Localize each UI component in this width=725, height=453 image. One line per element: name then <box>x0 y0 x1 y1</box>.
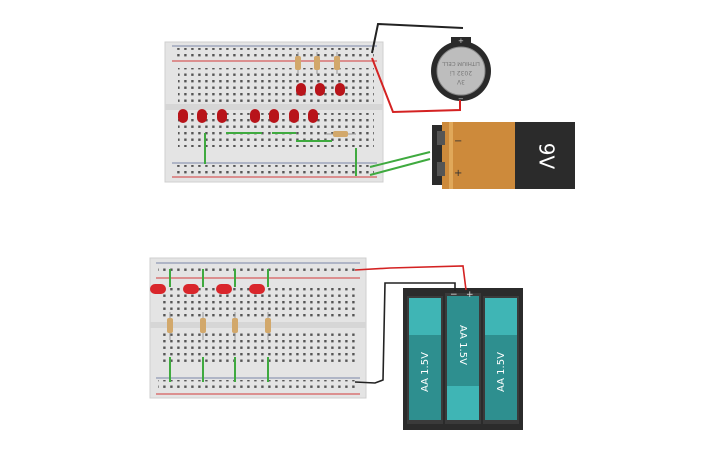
led <box>249 284 265 294</box>
wires-top-coin <box>371 22 464 114</box>
led <box>308 109 318 123</box>
coin-cell-line-1: 3V <box>456 78 465 85</box>
led <box>217 109 227 123</box>
coin-cell-line-2: 2032 Li <box>450 69 473 76</box>
battery-9v-plus: + <box>454 168 462 179</box>
led <box>289 109 299 123</box>
coin-cell-battery[interactable]: 3V 2032 Li LITHIUM CELL + − <box>431 37 491 103</box>
coin-cell-plus: + <box>458 37 464 45</box>
aa-cell-2-label: AA 1.5V <box>457 325 468 365</box>
led <box>150 284 166 294</box>
resistor <box>314 52 320 74</box>
battery-9v-label: 9V <box>535 143 559 170</box>
led <box>178 109 188 123</box>
coin-cell-line-3: LITHIUM CELL <box>441 60 480 66</box>
led <box>216 284 232 294</box>
resistors-top-upper[interactable] <box>295 52 340 74</box>
resistor <box>265 312 271 340</box>
led <box>269 109 279 123</box>
pack-plus: + <box>466 290 474 300</box>
aa-cell-3-label: AA 1.5V <box>496 352 507 392</box>
wires-bottom-pack <box>354 265 467 384</box>
resistor <box>295 52 301 74</box>
leds-bottom[interactable] <box>150 284 265 294</box>
led <box>183 284 199 294</box>
led <box>197 109 207 123</box>
led <box>315 83 325 96</box>
resistors-bottom[interactable] <box>167 312 271 340</box>
resistor <box>200 312 206 340</box>
led <box>335 83 345 96</box>
battery-9v[interactable]: 9V − + <box>432 122 575 189</box>
leds-top-upper[interactable] <box>296 83 345 96</box>
wires-top-9v <box>369 151 431 176</box>
aa-battery-pack[interactable]: AA 1.5V AA 1.5V AA 1.5V − + <box>403 288 523 430</box>
resistor <box>167 312 173 340</box>
resistor <box>334 52 340 74</box>
leds-top-lower[interactable] <box>178 109 318 123</box>
aa-cell-1-label: AA 1.5V <box>420 352 431 392</box>
resistor-top-lower[interactable] <box>326 131 356 137</box>
wires-top-green <box>204 132 357 176</box>
led <box>250 109 260 123</box>
resistor <box>232 312 238 340</box>
pack-minus: − <box>450 290 458 300</box>
wires-bottom-green <box>169 269 269 382</box>
breadboard-bottom[interactable] <box>149 257 367 399</box>
led <box>296 83 306 96</box>
coin-cell-minus: − <box>458 95 464 103</box>
battery-9v-minus: − <box>454 136 462 147</box>
